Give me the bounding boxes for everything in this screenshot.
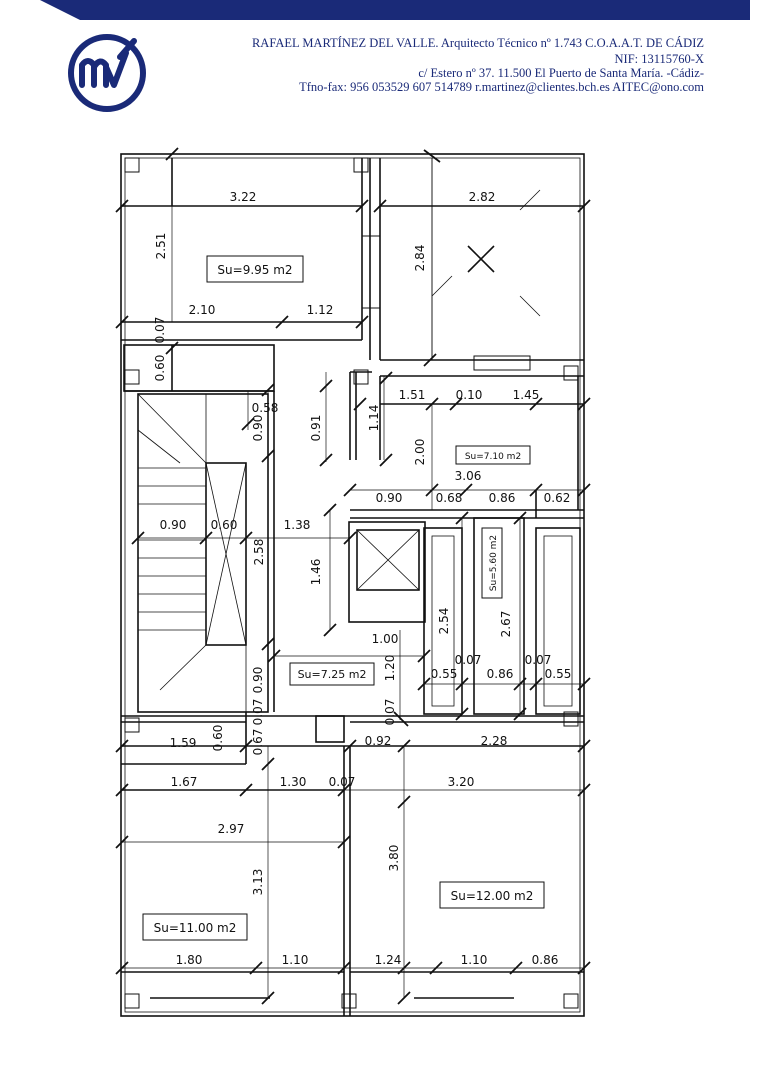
dim-label: 0.07 [525,653,552,667]
dim-label: 0.68 [436,491,463,505]
header-line-address: c/ Estero nº 37. 11.500 El Puerto de San… [418,66,704,80]
dim-label: 2.10 [189,303,216,317]
dimension-labels: 3.22 2.51 2.10 1.12 0.07 0.60 0.58 0.90 … [153,190,571,967]
dim-label: 1.10 [282,953,309,967]
patio-void-mark [431,189,541,317]
dim-label: 0.55 [545,667,572,681]
dim-label: 0.07 [329,775,356,789]
dim-label: 1.00 [372,632,399,646]
dim-label: 2.54 [437,608,451,635]
dim-label: 0.86 [489,491,516,505]
header-line-contact: Tfno-fax: 956 053529 607 514789 r.martin… [299,80,704,94]
dim-label: 0.60 [211,518,238,532]
dim-label: 0.90 [251,415,265,442]
dim-label: 1.38 [284,518,311,532]
dim-label: 3.06 [455,469,482,483]
dim-label: 0.90 [160,518,187,532]
dim-label: 0.67 [251,729,265,756]
dim-label: 0.07 [383,699,397,726]
dimension-lines [121,158,584,1010]
dim-label: 0.07 [153,317,167,344]
header-line-nif: NIF: 13115760-X [614,52,704,66]
dim-label: 0.90 [251,667,265,694]
dim-label: 1.24 [375,953,402,967]
dim-label: 0.92 [365,734,392,748]
dim-label: 0.58 [252,401,279,415]
column-markers [124,157,579,1009]
area-hall: Su=7.25 m2 [298,668,367,681]
dim-label: 3.80 [387,845,401,872]
dim-label: 0.55 [431,667,458,681]
dim-label: 0.62 [544,491,571,505]
area-bottom-right: Su=12.00 m2 [451,889,534,903]
dim-label: 2.97 [218,822,245,836]
dim-label: 2.67 [499,611,513,638]
dim-label: 0.10 [456,388,483,402]
dim-label: 1.30 [280,775,307,789]
dim-label: 1.51 [399,388,426,402]
area-small-room: Su=7.10 m2 [465,452,521,462]
dim-label: 3.13 [251,869,265,896]
dim-label: 2.82 [469,190,496,204]
dim-label: 1.10 [461,953,488,967]
dim-label: 2.58 [252,539,266,566]
dim-label: 0.86 [487,667,514,681]
dim-label: 0.60 [153,355,167,382]
dim-label: 1.46 [309,559,323,586]
dim-label: 2.84 [413,245,427,272]
dim-label: 3.22 [230,190,257,204]
dim-label: 1.14 [367,405,381,432]
dim-label: 2.28 [481,734,508,748]
dim-label: 3.20 [448,775,475,789]
dim-label: 0.60 [211,725,225,752]
dim-label: 0.90 [376,491,403,505]
dim-label: 1.20 [383,655,397,682]
header-banner [40,0,750,20]
dim-label: 0.07 [251,699,265,726]
dim-label: 2.51 [154,233,168,260]
dim-label: 1.12 [307,303,334,317]
area-room-top-left: Su=9.95 m2 [217,263,292,277]
area-lift-zone: Su=5.60 m2 [489,535,499,591]
area-labels: Su=9.95 m2 Su=7.10 m2 Su=5.60 m2 Su=7.25… [142,255,545,941]
dim-label: 2.00 [413,439,427,466]
dim-label: 0.91 [309,415,323,442]
dimension-ticks [115,147,591,1005]
dim-label: 1.80 [176,953,203,967]
area-bottom-left: Su=11.00 m2 [154,921,237,935]
dim-label: 0.07 [455,653,482,667]
company-logo [68,34,146,112]
dim-label: 1.59 [170,736,197,750]
dim-label: 1.45 [513,388,540,402]
dim-label: 1.67 [171,775,198,789]
dim-label: 0.86 [532,953,559,967]
header-line-architect: RAFAEL MARTÍNEZ DEL VALLE. Arquitecto Té… [251,36,704,50]
